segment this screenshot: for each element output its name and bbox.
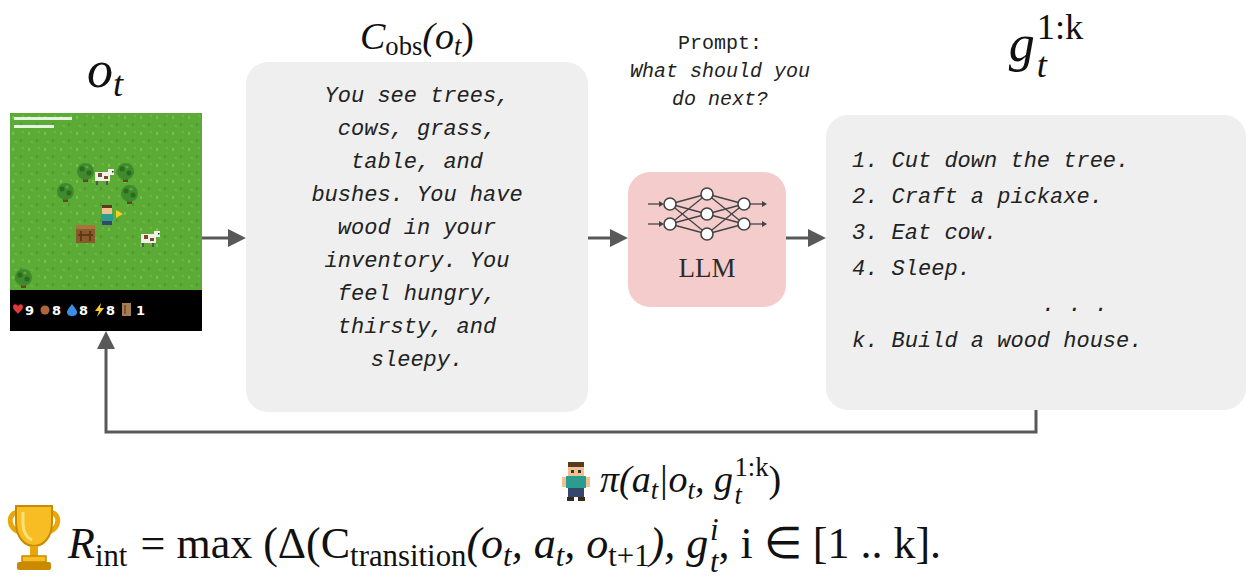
math-text: (o: [422, 15, 454, 57]
model-label: LLM: [636, 252, 778, 284]
llm-box: LLM: [628, 172, 786, 307]
math-text: π(a: [600, 458, 651, 500]
math-text: |o: [658, 458, 687, 500]
trophy-icon: [10, 506, 58, 570]
reward-formula: Rint= max (Δ(Ctransition(ot, at, ot+1), …: [68, 514, 941, 579]
caption-function: Cobs(ot): [360, 13, 474, 64]
math-text: ): [768, 458, 781, 500]
math-text: , i ∈ [1 .. k].: [719, 519, 942, 568]
math-text: g: [1009, 15, 1035, 72]
math-text: , o: [564, 519, 608, 568]
goal-list-box: 1. Cut down the tree.2. Craft a pickaxe.…: [826, 115, 1246, 410]
hud-number: 8: [79, 304, 88, 317]
hud-number: 9: [25, 304, 34, 317]
goal-item: 1. Cut down the tree.: [852, 144, 1129, 180]
math-text: t: [688, 475, 695, 505]
math-text: = max (Δ(C: [141, 519, 351, 568]
prompt-block: Prompt:What should you do next?: [625, 30, 815, 114]
goal-item: . . .: [1042, 288, 1108, 324]
math-text: transition: [350, 539, 466, 573]
prompt-text: What should you do next?: [625, 58, 815, 114]
math-text: ): [461, 15, 474, 57]
math-text: t: [651, 475, 658, 505]
math-text: o: [87, 41, 113, 98]
game-frame: 9 8 8 8 1: [10, 113, 202, 331]
index-stack: 1:kt: [734, 454, 768, 510]
index-stack: it: [710, 514, 719, 579]
index-stack: 1:kt: [1037, 8, 1084, 84]
observation-box: You see trees, cows, grass, table, and b…: [246, 62, 588, 412]
math-text: t: [556, 539, 565, 573]
superscript: 1:k: [734, 454, 768, 482]
agent-icon: [562, 462, 590, 501]
goal-item: 4. Sleep.: [852, 252, 971, 288]
network-icon: [628, 178, 786, 250]
flow-arrow: [202, 237, 240, 240]
subscript: t: [734, 482, 768, 510]
math-text: C: [360, 15, 385, 57]
math-text: , a: [512, 519, 556, 568]
math-text: obs: [385, 31, 422, 61]
superscript: i: [710, 514, 719, 546]
game-screenshot: [10, 113, 202, 331]
flow-arrow: [786, 237, 820, 240]
math-text: t: [454, 31, 461, 61]
hud-number: 8: [52, 304, 61, 317]
hud-number: 1: [136, 304, 145, 317]
observation-symbol: ot: [87, 37, 123, 108]
math-text: int: [95, 539, 128, 573]
subscript: t: [710, 546, 719, 578]
goal-symbol: g1:kt: [1009, 8, 1084, 84]
superscript: 1:k: [1037, 8, 1084, 46]
math-text: (o: [466, 519, 503, 568]
observation-text: You see trees, cows, grass, table, and b…: [301, 80, 533, 377]
math-text: t: [113, 64, 123, 104]
policy-formula: π(at|ot, g1:kt): [600, 454, 781, 510]
math-text: , g: [695, 458, 733, 500]
prompt-text: Prompt:: [625, 30, 815, 58]
math-text: ), g: [650, 519, 709, 568]
goal-item: 2. Craft a pickaxe.: [852, 180, 1103, 216]
math-text: t: [503, 539, 512, 573]
math-text: t+1: [608, 539, 649, 573]
goal-item: k. Build a wood house.: [852, 324, 1142, 360]
subscript: t: [1037, 46, 1084, 84]
goal-item: 3. Eat cow.: [852, 216, 997, 252]
math-text: R: [68, 519, 95, 568]
hud-number: 8: [106, 304, 115, 317]
flow-arrow: [588, 237, 622, 240]
